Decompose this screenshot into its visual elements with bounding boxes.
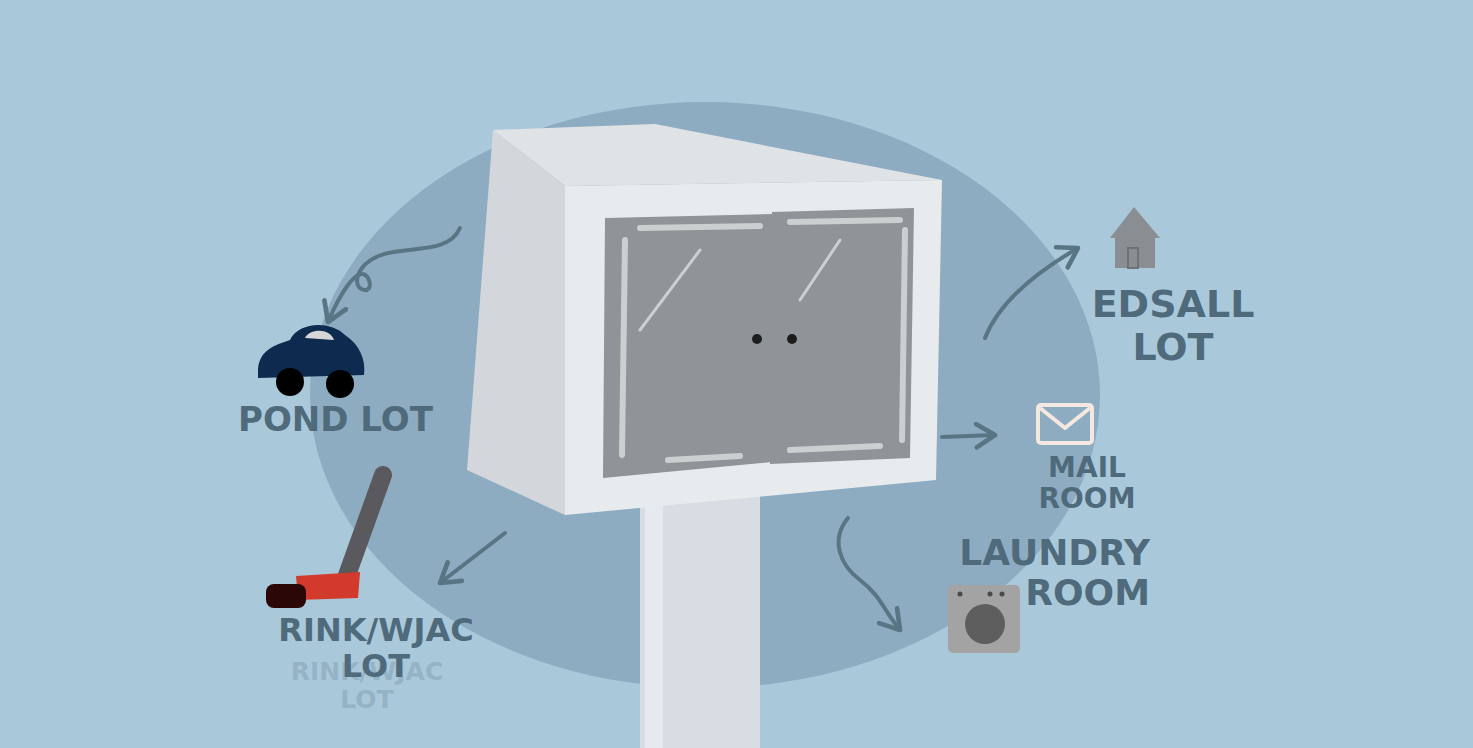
kiosk-front xyxy=(565,180,942,515)
house-icon xyxy=(1110,207,1160,268)
hockey-stick-icon xyxy=(266,475,383,608)
place-label: LAUNDRY ROOM xyxy=(938,533,1150,614)
place-label: EDSALL LOT xyxy=(1078,283,1268,368)
car-icon xyxy=(258,325,364,398)
envelope-icon xyxy=(1038,405,1092,443)
arrow xyxy=(985,248,1078,338)
post-highlight xyxy=(645,500,663,748)
door-knob xyxy=(787,334,797,344)
kiosk-post xyxy=(640,490,760,748)
place-label: POND LOT xyxy=(238,400,468,438)
arrow xyxy=(839,518,900,630)
ghost-label: RINK/WJAC LOT xyxy=(262,658,472,714)
panel xyxy=(8,8,1465,748)
arrow xyxy=(328,228,460,322)
place-label: MAIL ROOM xyxy=(1012,452,1162,515)
door-knob xyxy=(752,334,762,344)
arrow xyxy=(440,533,505,583)
arrow xyxy=(942,435,995,437)
glass-reflection xyxy=(622,220,905,460)
kiosk-top xyxy=(493,124,942,186)
window-pane xyxy=(770,208,914,464)
washer-icon xyxy=(948,585,1020,653)
window-pane xyxy=(603,214,776,478)
kiosk-side xyxy=(467,130,565,515)
